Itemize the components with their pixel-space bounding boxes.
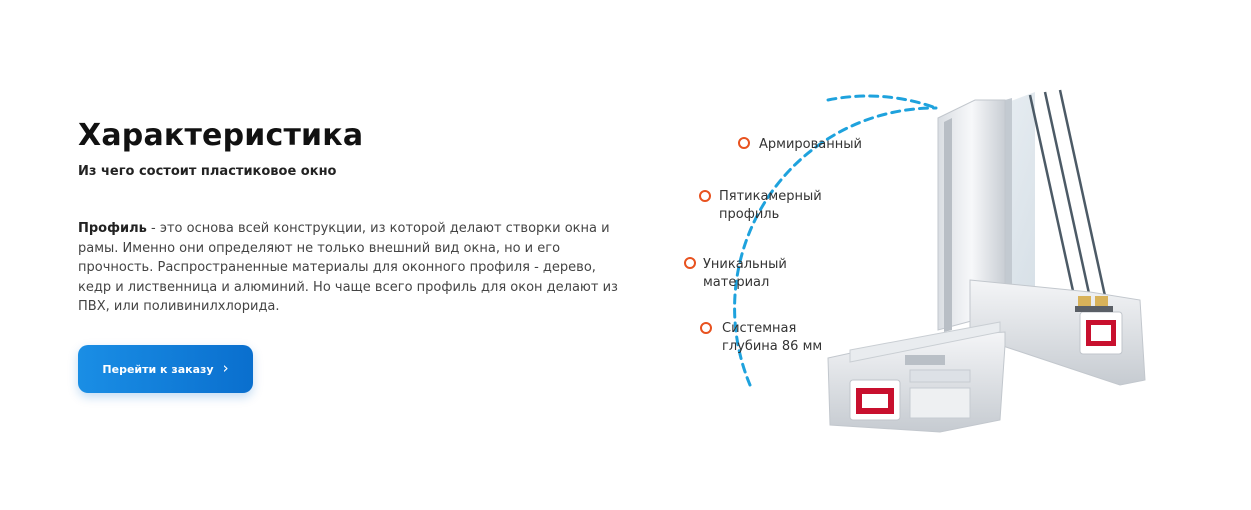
feature-label: глубина 86 мм — [722, 339, 823, 354]
section-subtitle: Из чего состоит пластиковое окно — [78, 164, 337, 179]
feature-reinforced: Армированный — [759, 136, 862, 154]
circle-marker-icon — [684, 257, 696, 269]
dashed-arc — [733, 106, 938, 387]
circle-marker-icon — [700, 322, 712, 334]
feature-five-chamber: Пятикамерный профиль — [719, 188, 822, 224]
feature-label: материал — [703, 275, 770, 290]
profile-description: Профиль - это основа всей конструкции, и… — [78, 219, 618, 317]
feature-system-depth: Системная глубина 86 мм — [722, 320, 822, 356]
circle-marker-icon — [699, 190, 711, 202]
feature-label: Уникальный — [703, 257, 787, 272]
circle-marker-icon — [738, 137, 750, 149]
description-text: - это основа всей конструкции, из которо… — [78, 221, 618, 314]
section-title: Характеристика — [78, 118, 364, 153]
feature-label: Пятикамерный — [719, 189, 822, 204]
feature-label: Армированный — [759, 137, 862, 152]
feature-label: профиль — [719, 207, 780, 222]
feature-unique-material: Уникальный материал — [703, 256, 787, 292]
feature-label: Системная — [722, 321, 797, 336]
description-term: Профиль — [78, 221, 147, 236]
order-button-label: Перейти к заказу — [102, 362, 214, 376]
order-button[interactable]: Перейти к заказу › — [78, 345, 253, 393]
chevron-right-icon: › — [222, 359, 229, 377]
